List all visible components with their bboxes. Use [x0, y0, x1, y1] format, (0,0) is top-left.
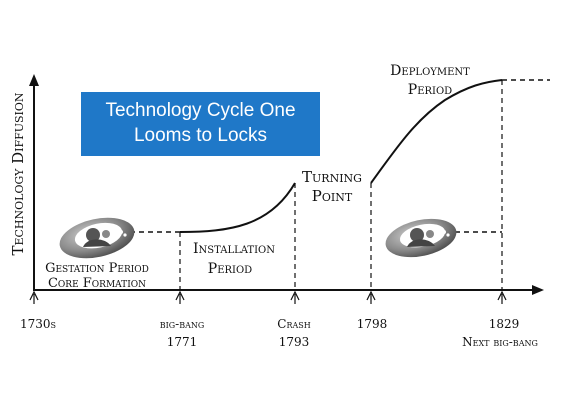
deployment-logo-icon	[385, 218, 457, 258]
deployment-label-line2: Period	[408, 82, 452, 98]
title-line-1: Technology Cycle One	[105, 100, 296, 121]
tick-1829-year: 1829	[489, 317, 520, 331]
tick-crash-label: Crash	[277, 317, 310, 331]
installation-label-line1: Installation	[193, 241, 275, 257]
installation-label-line2: Period	[208, 261, 252, 277]
tick-1798: 1798	[357, 317, 388, 331]
x-axis-arrowhead	[532, 285, 544, 295]
deployment-curve	[370, 79, 503, 184]
tick-bigbang-year: 1771	[167, 335, 198, 349]
title-line-2: Looms to Locks	[133, 125, 268, 146]
y-axis-label: Technology Diffusion	[9, 92, 27, 255]
tick-1730s: 1730s	[20, 317, 56, 331]
gestation-logo-icon	[59, 217, 135, 259]
title-box: Technology Cycle One Looms to Locks	[81, 92, 320, 156]
tick-next-bigbang: Next big-bang	[462, 335, 538, 349]
gestation-label-line1: Gestation Period	[45, 261, 149, 276]
installation-curve	[179, 182, 296, 233]
turning-label-line2: Point	[312, 187, 353, 205]
turning-label-line1: Turning	[302, 168, 362, 186]
gestation-label-line2: Core Formation	[48, 276, 146, 291]
tick-arrows	[29, 290, 507, 304]
y-axis-arrowhead	[29, 74, 39, 86]
tick-crash-year: 1793	[279, 335, 310, 349]
tick-bigbang-label: big-bang	[160, 317, 205, 331]
deployment-label-line1: Deployment	[390, 63, 470, 79]
